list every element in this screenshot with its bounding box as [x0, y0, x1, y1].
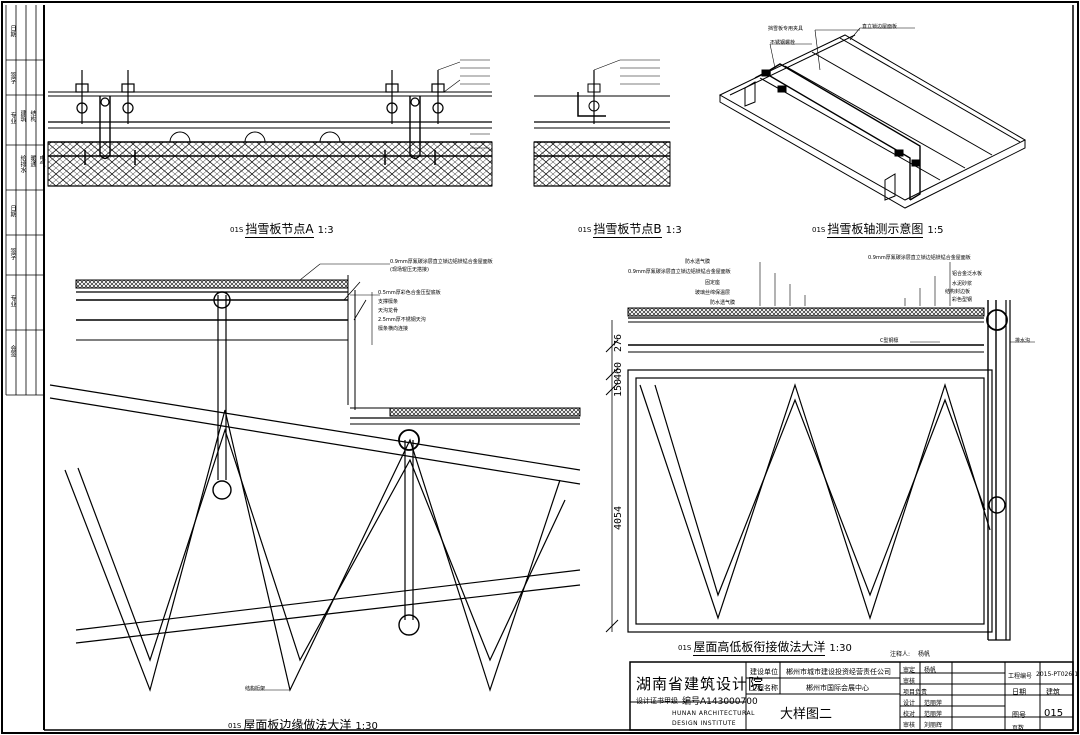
left-signature-strip — [5, 5, 44, 396]
strip-label-5: 结构 — [29, 110, 36, 122]
note-name: 杨帆 — [918, 651, 931, 658]
cert-number: 编号A143000700 — [682, 697, 758, 707]
strip-label-1: 日期 — [9, 25, 16, 37]
strip-label-9: 日期 — [9, 205, 16, 217]
caption-title: 挡雪板轴测示意图 — [827, 222, 924, 238]
snowguard-axonometric-drawing — [718, 27, 1027, 209]
name-1: 杨帆 — [924, 667, 937, 674]
edge-callout-5: 天沟龙骨 — [378, 308, 399, 314]
edge-callout-1: 0.9mm厚氟碳涂层直立锁边铝镁锰合金屋面板 — [390, 259, 493, 265]
high-callout-c-beam: C型钢檩 — [880, 338, 899, 344]
axo-callout-plate: 挡雪板专用夹具 — [768, 26, 804, 32]
row2-label: 工程名称 — [750, 684, 778, 692]
name-6: 刘丽辉 — [924, 722, 943, 729]
role-6: 审核 — [903, 722, 916, 729]
dimension-4054: 4054 — [613, 505, 624, 530]
drawing-title: 大样图二 — [780, 707, 833, 722]
row1-label: 建设单位 — [750, 668, 778, 676]
high-callout-right-4: 彩色型钢 — [952, 297, 973, 303]
strip-label-10: 签字 — [9, 248, 16, 260]
role-1: 审定 — [903, 667, 916, 674]
snowguard-node-a-drawing — [47, 59, 493, 187]
project-number: 2015-PT026-1 — [1036, 671, 1079, 678]
axo-callout-top: 直立锁边屋面板 — [862, 24, 898, 30]
high-callout-3: 固定座 — [705, 280, 721, 286]
high-low-detail-drawing — [605, 262, 1035, 641]
name-5: 范丽萍 — [924, 711, 943, 718]
high-callout-right-1: 铝合金泛水板 — [952, 271, 983, 277]
caption-scale: 1:3 — [317, 225, 334, 236]
edge-callout-4: 支撑檩条 — [378, 299, 399, 305]
caption-title: 屋面高低板衔接做法大洋 — [693, 640, 826, 656]
edge-callout-7: 檩条横向连接 — [378, 326, 409, 332]
note-label: 注释人: — [890, 651, 911, 658]
strip-label-3: 专业 — [9, 112, 16, 124]
high-callout-top: 0.9mm厚氟碳涂层直立锁边铝镁锰合金屋面板 — [868, 255, 971, 261]
caption-num: 01S — [678, 643, 692, 652]
caption-title: 挡雪板节点A — [245, 222, 314, 238]
edge-detail-drawing — [49, 263, 581, 692]
high-callout-gutter: 排水沟 — [1015, 338, 1031, 344]
axo-callout-clamp: 不锈钢螺栓 — [770, 40, 796, 46]
title-block — [629, 661, 1074, 731]
caption-title: 挡雪板节点B — [593, 222, 662, 238]
caption-num: 01S — [812, 225, 826, 234]
pages-label: 页数 — [1012, 725, 1025, 732]
edge-callout-6: 2.5mm厚不锈钢天沟 — [378, 317, 426, 323]
institute-english-2: DESIGN INSTITUTE — [672, 720, 737, 727]
high-callout-2: 0.9mm厚氟碳涂层直立锁边铝镁锰合金屋面板 — [628, 269, 731, 275]
caption-title: 屋面板边缘做法大洋 — [243, 718, 352, 734]
high-callout-right-3: 结构封边板 — [945, 289, 971, 295]
edge-callout-bottom: 结构桁架 — [245, 686, 266, 692]
dimension-460: 460 — [613, 361, 624, 380]
role-3: 项目负责 — [903, 689, 928, 696]
cert-label: 设计证书甲级 — [636, 697, 678, 705]
high-callout-right-2: 水泥砂浆 — [952, 281, 973, 287]
role-5: 校对 — [903, 711, 916, 718]
strip-label-7: 暖通 — [29, 155, 36, 167]
strip-label-6: 给排水 — [19, 155, 26, 173]
strip-label-11: 专业 — [9, 295, 16, 307]
edge-callout-3: 0.5mm厚彩色合金压型底板 — [378, 290, 441, 296]
row1-value: 郴州市城市建设投资经营责任公司 — [786, 668, 891, 676]
high-callout-5: 防水透气膜 — [710, 300, 736, 306]
row2-value: 郴州市国际会展中心 — [806, 684, 869, 692]
sheet-label: 图号 — [1012, 711, 1026, 719]
date-value: 建筑 — [1046, 688, 1060, 696]
strip-label-8: 电气 — [38, 155, 45, 167]
role-2: 审核 — [903, 678, 916, 685]
dimension-150: 150 — [613, 378, 624, 397]
snowguard-node-b-drawing — [533, 59, 671, 187]
caption-scale: 1:5 — [927, 225, 944, 236]
institute-english-1: HUNAN ARCHITECTURAL — [672, 710, 755, 717]
strip-label-12: 会签 — [9, 345, 16, 357]
sheet-number: 015 — [1044, 708, 1064, 719]
role-4: 设计 — [903, 700, 916, 707]
high-callout-4: 玻璃丝绵保温层 — [695, 290, 731, 296]
caption-scale: 1:30 — [355, 721, 378, 732]
caption-num: 01S — [228, 721, 242, 730]
strip-label-2: 签字 — [9, 72, 16, 84]
project-number-label: 工程编号 — [1008, 673, 1033, 680]
caption-num: 01S — [578, 225, 592, 234]
date-label: 日期 — [1012, 688, 1026, 696]
name-4: 范丽萍 — [924, 700, 943, 707]
institute-name: 湖南省建筑设计院 — [636, 675, 765, 693]
caption-scale: 1:30 — [829, 643, 852, 654]
dimension-276: 276 — [613, 333, 624, 352]
caption-num: 01S — [230, 225, 244, 234]
strip-label-4: 建筑 — [19, 110, 26, 122]
caption-scale: 1:3 — [665, 225, 682, 236]
edge-callout-2: (现场辊压无搭接) — [390, 267, 429, 273]
high-callout-1: 防水透气膜 — [685, 259, 711, 265]
